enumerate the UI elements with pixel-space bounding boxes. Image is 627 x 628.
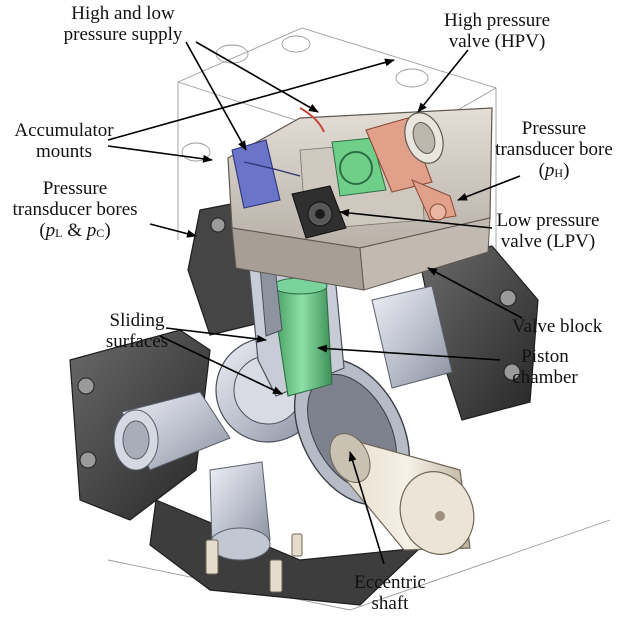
arrow-supply-blue — [185, 41, 247, 151]
shaft-assembly — [293, 358, 475, 555]
arrow-sliding-bottom — [159, 335, 283, 395]
label-accumulator: Accumulator mounts — [14, 120, 114, 162]
arrow-accumulator-top — [107, 58, 395, 141]
arrow-hpv — [417, 49, 469, 113]
label-hpv: High pressure valve (HPV) — [443, 10, 551, 52]
arrow-sliding-top — [165, 327, 267, 343]
bolts — [205, 533, 303, 593]
arrow-piston — [317, 344, 501, 361]
arrow-valve-block — [427, 267, 523, 319]
arrow-supply-red — [195, 41, 319, 113]
arrow-transducer-h — [457, 175, 521, 201]
label-piston: Piston chamber — [512, 346, 578, 388]
label-supply: High and low pressure supply — [63, 3, 183, 45]
cylinders — [113, 285, 453, 561]
label-lpv: Low pressure valve (LPV) — [496, 210, 600, 252]
label-valve-block: Valve block — [512, 316, 603, 337]
valve-block — [227, 107, 493, 291]
label-shaft: Eccentric shaft — [354, 572, 426, 614]
label-transducer-h: Pressure transducer bore (pH) — [495, 118, 613, 181]
arrow-lpv — [339, 208, 493, 229]
arrow-accumulator-left — [107, 145, 213, 163]
arrow-shaft — [348, 451, 385, 565]
label-sliding: Sliding surfaces — [105, 310, 169, 352]
label-transducer-lc: Pressure transducer bores (pL & pC) — [12, 178, 138, 241]
leader-lines — [107, 41, 523, 565]
arrow-transducer-lc — [149, 223, 197, 238]
